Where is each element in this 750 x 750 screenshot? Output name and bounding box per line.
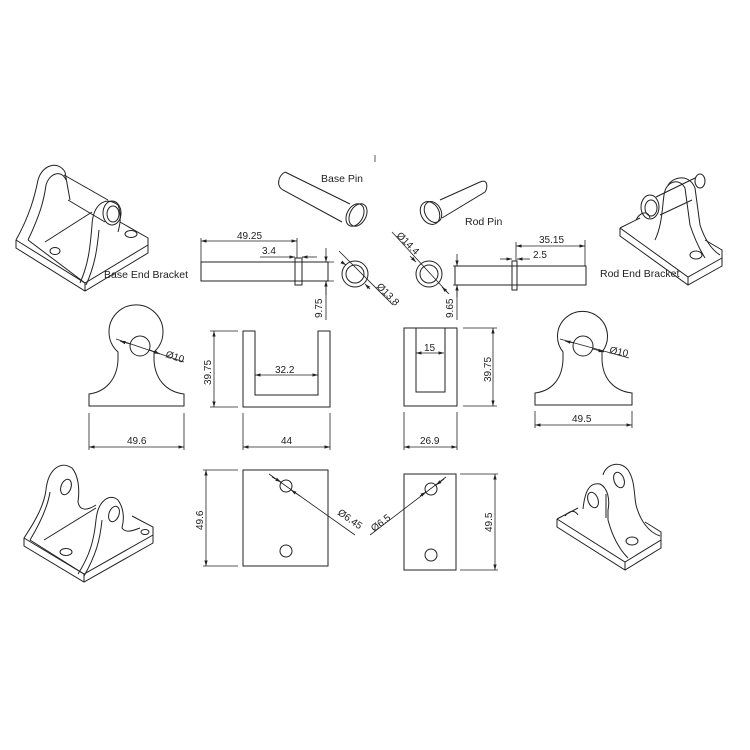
rod-end-bracket-iso <box>619 173 723 286</box>
rod-bracket-slot-width-dim: 15 <box>424 343 436 354</box>
rod-bracket-mount-hole-dim: Ø6.5 <box>369 512 393 534</box>
base-end-bracket-iso <box>15 164 149 292</box>
base-end-bracket-label: Base End Bracket <box>104 269 188 281</box>
rod-pin-end-view <box>391 231 450 295</box>
base-pin-iso <box>278 171 368 227</box>
base-bracket-top-length-dim: 49.6 <box>195 510 206 530</box>
base-bracket-side-height-dim: 39.75 <box>203 360 214 385</box>
rod-bracket-iso-lower <box>556 463 662 571</box>
rod-pin-diameter-dim: 9.65 <box>445 298 456 318</box>
rod-pin-length-dim: 35.15 <box>539 235 564 246</box>
rod-bracket-front-view <box>534 310 633 428</box>
rod-bracket-side-height-dim: 39.75 <box>483 357 494 382</box>
rod-bracket-top-length-dim: 49.5 <box>484 512 495 532</box>
rod-bracket-side-width-dim: 26.9 <box>420 436 440 447</box>
base-pin-length-dim: 49.25 <box>237 231 262 242</box>
rod-pin-side-view <box>453 240 587 320</box>
base-bracket-front-view <box>88 304 185 450</box>
base-pin-side-view <box>200 238 334 320</box>
base-pin-collar-dim: 3.4 <box>262 246 276 257</box>
base-bracket-top-view <box>203 469 356 567</box>
base-pin-label: Base Pin <box>321 173 363 185</box>
rod-bracket-top-view <box>369 473 498 571</box>
base-bracket-front-width-dim: 49.6 <box>127 436 147 447</box>
rod-bracket-side-view <box>403 327 497 450</box>
rod-end-bracket-label: Rod End Bracket <box>600 268 679 280</box>
base-pin-end-view <box>338 250 394 306</box>
base-bracket-hole-diameter-dim: Ø10 <box>164 349 186 365</box>
base-bracket-iso-lower <box>23 464 154 583</box>
base-pin-diameter-dim: 9.75 <box>314 298 325 318</box>
base-bracket-side-width-dim: 44 <box>281 436 293 447</box>
rod-pin-iso <box>419 180 488 225</box>
base-bracket-side-view <box>210 330 331 450</box>
rod-pin-head-diameter-dim: Ø14.4 <box>394 230 421 257</box>
base-bracket-mount-hole-dim: Ø6.45 <box>335 507 364 532</box>
base-bracket-inner-width-dim: 32.2 <box>275 365 295 376</box>
base-pin-head-diameter-dim: Ø13.8 <box>374 281 401 308</box>
rod-pin-collar-dim: 2.5 <box>533 250 547 261</box>
rod-pin-label: Rod Pin <box>465 216 503 228</box>
rod-bracket-hole-diameter-dim: Ø10 <box>608 345 629 360</box>
rod-bracket-front-width-dim: 49.5 <box>572 414 592 425</box>
